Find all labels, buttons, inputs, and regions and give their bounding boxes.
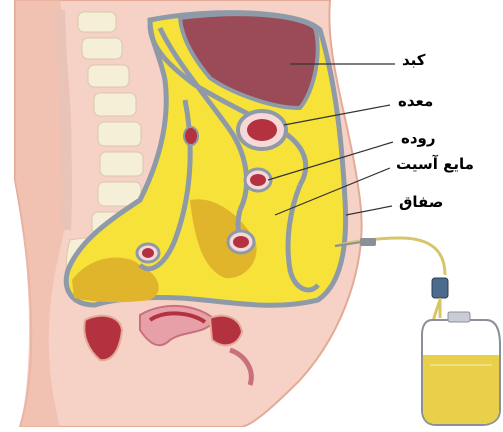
label-ascites-fluid: مایع آسیت bbox=[396, 157, 474, 172]
label-liver: کبد bbox=[402, 53, 426, 68]
stomach bbox=[238, 111, 286, 149]
label-intestine: روده bbox=[401, 131, 436, 146]
label-stomach: معده bbox=[398, 94, 433, 109]
drainage-bag bbox=[422, 312, 500, 425]
label-peritoneum: صفاق bbox=[399, 195, 443, 210]
